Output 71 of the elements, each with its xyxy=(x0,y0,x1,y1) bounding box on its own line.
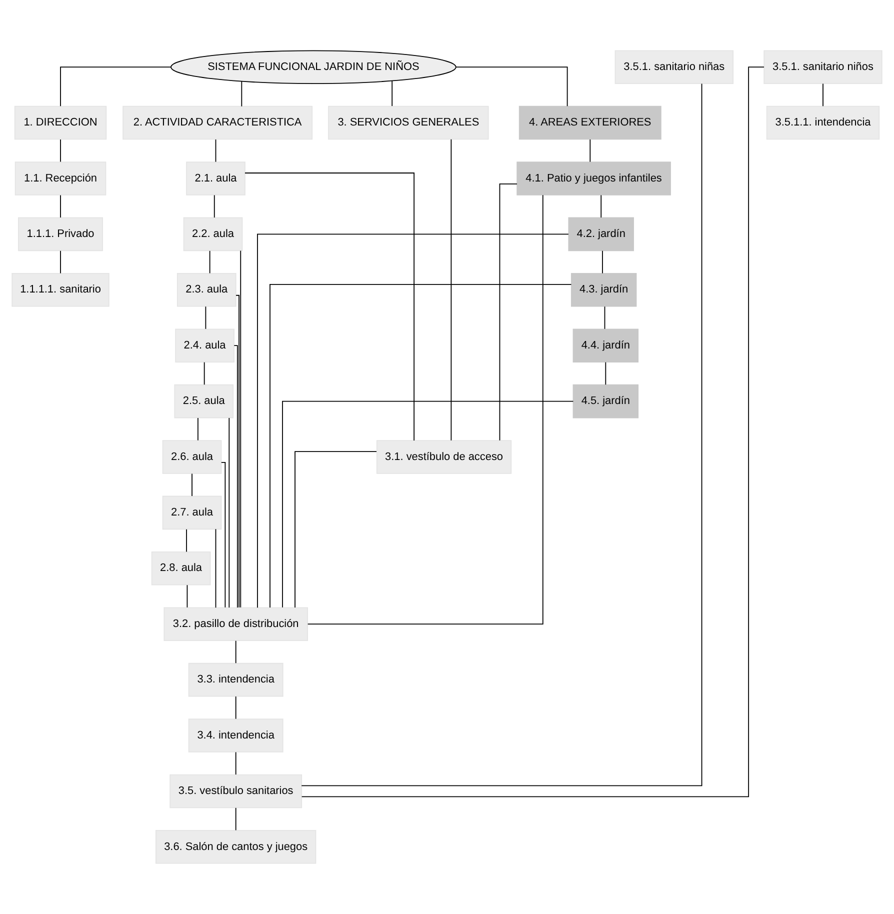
connector xyxy=(220,462,226,608)
connector xyxy=(301,66,764,798)
node-box: 2.7. aula xyxy=(162,496,222,530)
connector xyxy=(235,752,236,775)
node-box: 1.1.1.1. sanitario xyxy=(12,273,110,307)
node-box: 3.5. vestíbulo sanitarios xyxy=(170,774,302,808)
node-box: 4.3. jardín xyxy=(570,273,637,307)
connector xyxy=(60,250,61,274)
node-ellipse: SISTEMA FUNCIONAL JARDIN DE NIÑOS xyxy=(170,50,456,84)
connector xyxy=(235,807,236,831)
connector xyxy=(244,172,415,441)
connector xyxy=(235,640,236,664)
node-box: 3. SERVICIOS GENERALES xyxy=(328,106,489,140)
node-box: 2.5. aula xyxy=(174,384,234,418)
connector xyxy=(236,294,240,608)
node-box: 3.4. intendencia xyxy=(188,718,284,752)
node-box: 4. AREAS EXTERIORES xyxy=(518,106,662,140)
connector xyxy=(204,362,205,386)
connector xyxy=(282,400,574,608)
node-box: 2.1. aula xyxy=(186,162,246,196)
connector xyxy=(209,250,210,274)
connector xyxy=(392,80,393,106)
node-box: 4.4. jardín xyxy=(572,328,639,362)
connector xyxy=(294,451,377,608)
connector xyxy=(241,80,242,107)
connector xyxy=(228,418,230,608)
connector xyxy=(301,83,702,786)
node-box: 3.5.1.1. intendencia xyxy=(766,106,880,140)
connector xyxy=(186,584,188,608)
node-box: 1. DIRECCION xyxy=(14,106,107,140)
connector xyxy=(234,345,238,608)
connector xyxy=(450,138,452,441)
node-box: 2.4. aula xyxy=(175,328,234,362)
node-box: 4.5. jardín xyxy=(572,384,639,418)
connector xyxy=(604,306,606,330)
connector xyxy=(605,362,606,386)
node-box: 3.5.1. sanitario niñas xyxy=(614,50,734,84)
connector xyxy=(214,194,215,218)
node-box: 3.3. intendencia xyxy=(188,662,284,697)
connector xyxy=(205,306,206,330)
node-box: 2.3. aula xyxy=(176,273,236,307)
connector xyxy=(257,234,569,608)
node-box: 2.2. aula xyxy=(183,217,243,252)
connector xyxy=(822,83,824,107)
connector xyxy=(307,194,544,625)
node-box: 2.6. aula xyxy=(162,440,222,474)
node-box: 2.8. aula xyxy=(151,552,211,586)
node-box: 2. ACTIVIDAD CARACTERISTICA xyxy=(122,106,313,140)
connector xyxy=(215,528,216,608)
connector xyxy=(60,66,172,107)
connector xyxy=(197,418,198,441)
connector xyxy=(60,194,61,218)
connector xyxy=(499,184,518,441)
node-box: 3.5.1. sanitario niños xyxy=(764,50,882,84)
connector xyxy=(186,528,187,552)
node-box: 1.1. Recepción xyxy=(14,162,106,196)
connector xyxy=(240,250,242,608)
connector xyxy=(456,66,568,107)
connector xyxy=(215,139,216,162)
node-box: 1.1.1. Privado xyxy=(18,217,103,252)
connector xyxy=(602,250,603,274)
node-box: 3.6. Salón de cantos y juegos xyxy=(155,830,316,864)
connector xyxy=(590,139,591,162)
connector xyxy=(60,139,61,162)
connector xyxy=(600,194,602,218)
node-box: 3.1. vestíbulo de acceso xyxy=(376,440,512,474)
node-box: 3.2. pasillo de distribución xyxy=(164,607,308,641)
node-box: 4.2. jardín xyxy=(568,217,634,252)
node-box: 4.1. Patio y juegos infantiles xyxy=(516,162,671,196)
connector xyxy=(235,696,236,720)
connector xyxy=(270,284,572,608)
